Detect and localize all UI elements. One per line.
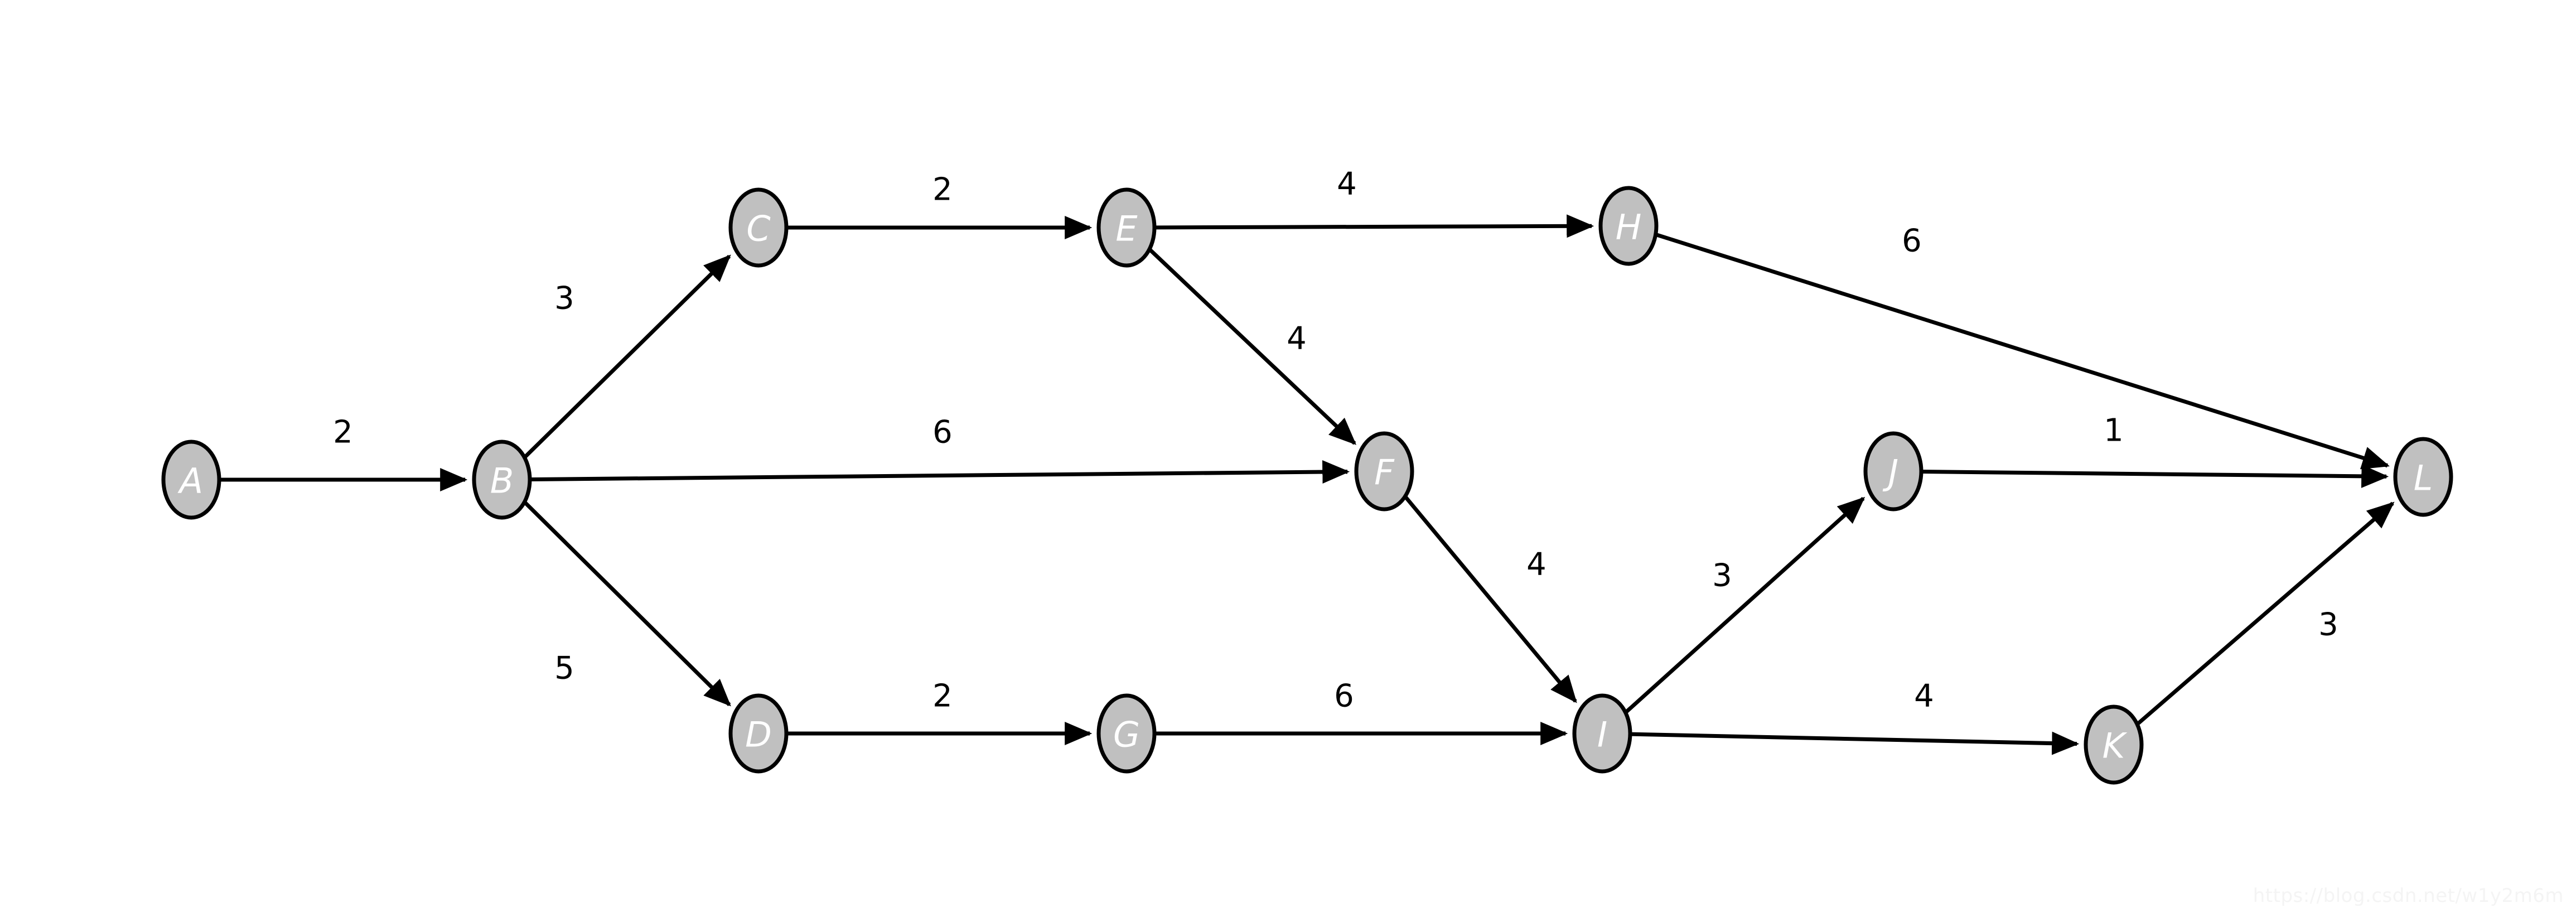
graph-node-h[interactable]: H bbox=[1598, 186, 1659, 266]
graph-edge-e-h[interactable] bbox=[1154, 214, 1594, 238]
edge-weight-b-c: 3 bbox=[554, 281, 574, 317]
node-shape-l[interactable] bbox=[2393, 437, 2453, 517]
edge-weight-i-j: 3 bbox=[1712, 558, 1732, 594]
edge-weight-c-e: 2 bbox=[932, 172, 953, 208]
graph-edge-b-d[interactable] bbox=[523, 500, 731, 707]
node-shape-c[interactable] bbox=[728, 187, 789, 268]
node-shape-j[interactable] bbox=[1863, 431, 1923, 511]
edge-weight-j-l: 1 bbox=[2104, 413, 2124, 449]
graph-node-k[interactable]: K bbox=[2084, 704, 2144, 785]
graph-edge-f-i[interactable] bbox=[1403, 495, 1577, 703]
graph-node-g[interactable]: G bbox=[1096, 693, 1157, 774]
edge-weight-g-i: 6 bbox=[1334, 678, 1354, 715]
node-label-b: B bbox=[490, 461, 514, 501]
node-label-f: F bbox=[1374, 452, 1395, 493]
edge-weight-e-f: 4 bbox=[1287, 321, 1307, 357]
graph-edge-e-f[interactable] bbox=[1148, 248, 1357, 445]
graph-node-c[interactable]: C bbox=[728, 187, 789, 268]
edge-weight-d-g: 2 bbox=[932, 678, 953, 715]
node-label-a: A bbox=[177, 461, 203, 501]
node-shape-g[interactable] bbox=[1096, 693, 1157, 774]
edge-weight-a-b: 2 bbox=[333, 414, 353, 451]
node-label-l: L bbox=[2414, 458, 2433, 499]
graph-node-e[interactable]: E bbox=[1096, 187, 1157, 268]
node-label-k: K bbox=[2103, 726, 2128, 766]
edge-weight-b-d: 5 bbox=[554, 650, 574, 687]
edge-weights-layer: 2 3 6 5 2 4 4 4 2 6 6 3 4 1 3 bbox=[333, 166, 2338, 715]
node-shape-k[interactable] bbox=[2084, 704, 2144, 785]
watermark-text: https://blog.csdn.net/w1y2m6m bbox=[2253, 885, 2564, 907]
edge-weight-k-l: 3 bbox=[2318, 607, 2338, 643]
node-label-g: G bbox=[1113, 715, 1140, 755]
graph-edge-b-f[interactable] bbox=[529, 460, 1350, 484]
node-label-e: E bbox=[1115, 209, 1138, 249]
node-label-h: H bbox=[1616, 207, 1642, 248]
edge-weight-h-l: 6 bbox=[1902, 223, 1922, 259]
node-shape-a[interactable] bbox=[161, 440, 221, 520]
graph-node-i[interactable]: I bbox=[1572, 693, 1632, 774]
node-shape-i[interactable] bbox=[1572, 693, 1632, 774]
graph-edge-i-k[interactable] bbox=[1630, 731, 2080, 755]
graph-node-j[interactable]: J bbox=[1863, 431, 1923, 511]
nodes-layer: A B C D E F G H I J K L bbox=[161, 186, 2453, 785]
graph-edge-k-l[interactable] bbox=[2135, 501, 2395, 726]
edges-layer bbox=[219, 214, 2395, 755]
node-shape-d[interactable] bbox=[728, 693, 789, 774]
graph-edge-i-j[interactable] bbox=[1624, 496, 1865, 715]
node-shape-h[interactable] bbox=[1598, 186, 1659, 266]
node-label-d: D bbox=[745, 715, 772, 755]
edge-weight-b-f: 6 bbox=[932, 414, 953, 451]
node-label-i: I bbox=[1597, 715, 1607, 755]
node-label-c: C bbox=[746, 209, 771, 249]
node-shape-f[interactable] bbox=[1354, 431, 1414, 511]
graph-node-a[interactable]: A bbox=[161, 440, 221, 520]
edge-weight-e-h: 4 bbox=[1337, 166, 1357, 202]
edge-weight-f-i: 4 bbox=[1526, 547, 1546, 583]
graph-node-l[interactable]: L bbox=[2393, 437, 2453, 517]
graph-edge-b-c[interactable] bbox=[523, 254, 731, 459]
graph-edge-j-l[interactable] bbox=[1921, 464, 2389, 488]
edge-weight-i-k: 4 bbox=[1914, 678, 1934, 715]
node-shape-e[interactable] bbox=[1096, 187, 1157, 268]
graph-edge-h-l[interactable] bbox=[1655, 233, 2390, 470]
graph-node-f[interactable]: F bbox=[1354, 431, 1414, 511]
node-shape-b[interactable] bbox=[472, 440, 532, 520]
graph-node-b[interactable]: B bbox=[472, 440, 532, 520]
graph-node-d[interactable]: D bbox=[728, 693, 789, 774]
